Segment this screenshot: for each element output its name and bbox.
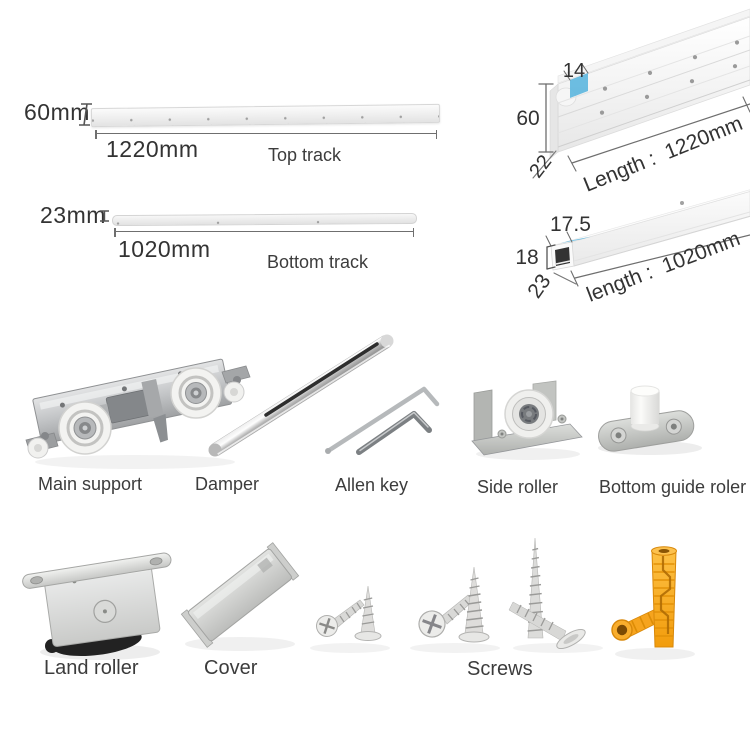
cover-label: Cover xyxy=(204,657,258,679)
main-support-label: Main support xyxy=(38,474,143,494)
bottom-profile-height-label: 18 xyxy=(515,246,538,269)
height-bracket-icon xyxy=(79,103,92,126)
damper-photo xyxy=(208,334,394,457)
blue-highlight-band xyxy=(570,73,588,98)
bottom-track-caption: Bottom track xyxy=(267,252,369,272)
bottom-profile-width-label: 17.5 xyxy=(550,213,591,236)
large-screws xyxy=(508,537,586,650)
roller-wheel xyxy=(170,367,222,419)
land-roller-photo xyxy=(22,552,172,660)
wall-anchors xyxy=(611,546,695,660)
roller-wheel xyxy=(58,401,112,455)
bottom-parts-row xyxy=(22,537,695,660)
bottom-guide-roller-label: Bottom guide roler xyxy=(599,477,747,497)
bottom-guide-roller-photo xyxy=(598,385,702,455)
blue-highlight-band xyxy=(560,236,592,244)
middle-parts-row xyxy=(25,334,702,469)
top-track-length-line xyxy=(95,129,437,139)
roller-wheel xyxy=(504,389,554,439)
main-support-photo xyxy=(25,358,251,469)
allen-key-label: Allen key xyxy=(335,475,409,495)
screw-holes xyxy=(599,40,740,115)
top-profile-width-label: 14 xyxy=(563,60,585,82)
top-track-image xyxy=(90,103,441,128)
top-track-height-label: 60mm xyxy=(24,99,90,125)
small-screws xyxy=(316,585,382,641)
land-roller-label: Land roller xyxy=(44,657,139,679)
bottom-profile-depth-label: 23 xyxy=(523,270,555,302)
side-roller-photo xyxy=(471,380,583,460)
damper-label: Damper xyxy=(195,474,260,494)
medium-screws xyxy=(418,566,490,643)
bottom-track-3d-photo xyxy=(550,189,750,271)
top-track-3d-photo xyxy=(549,8,750,160)
cover-photo xyxy=(180,542,300,651)
bottom-track-height-label: 23mm xyxy=(40,202,106,228)
bottom-track-length-line xyxy=(114,227,414,237)
side-roller-label: Side roller xyxy=(477,477,559,497)
top-track-caption: Top track xyxy=(268,145,342,165)
bottom-track-length-label: 1020mm xyxy=(118,236,211,262)
allen-key-photo xyxy=(325,386,440,455)
screws-label: Screws xyxy=(467,658,533,680)
track-profiles-figure: 14 60 22 Length : 1220mm xyxy=(515,8,750,307)
screws-photo xyxy=(310,537,695,660)
bottom-track-image xyxy=(111,212,418,227)
top-track-length-label: 1220mm xyxy=(106,136,199,162)
screw-hole xyxy=(680,201,684,205)
height-bracket-icon xyxy=(100,210,109,222)
top-profile-height-label: 60 xyxy=(516,107,539,130)
